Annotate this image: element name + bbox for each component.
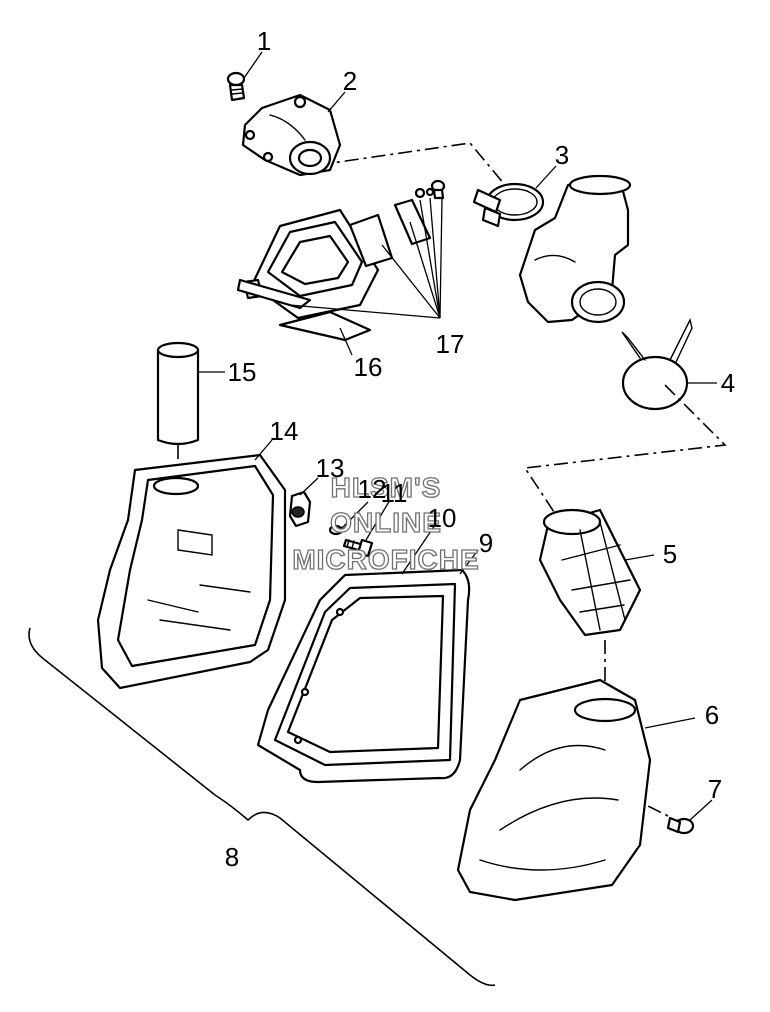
- callout-13: 13: [316, 453, 345, 483]
- intake-tube-part: [156, 341, 200, 446]
- callout-1: 1: [257, 26, 271, 56]
- watermark: HLSM'S ONLINE MICROFICHE: [292, 471, 480, 575]
- callout-6: 6: [705, 700, 719, 730]
- filter-box-front-part: [96, 453, 287, 690]
- callout-11: 11: [381, 478, 408, 508]
- callout-14: 14: [270, 416, 299, 446]
- callout-7: 7: [708, 774, 722, 804]
- callout-10: 10: [428, 503, 457, 533]
- callout-15: 15: [228, 357, 257, 387]
- callout-3: 3: [555, 140, 569, 170]
- callout-labels: 1 2 3 4 5 6 7 8 9 10 11 12 13 14 15 16 1…: [225, 26, 735, 872]
- reed-valve-assembly: [236, 179, 446, 342]
- callout-2: 2: [343, 66, 357, 96]
- callout-17-leaders: [289, 197, 443, 319]
- intake-elbow-part: [518, 174, 632, 324]
- hose-clamp-icon: [472, 182, 545, 228]
- callout-8: 8: [225, 842, 239, 872]
- watermark-line-1: HLSM'S: [331, 472, 442, 503]
- callout-16: 16: [354, 352, 383, 382]
- callout-17: 17: [436, 329, 465, 359]
- wire-ring-part: [621, 317, 693, 411]
- valve-housing-part: [241, 93, 342, 177]
- callout-9: 9: [479, 528, 493, 558]
- fastener-group: [288, 490, 374, 558]
- callout-12: 12: [358, 474, 387, 504]
- intake-screen-part: [538, 508, 642, 637]
- bolt-icon: [226, 71, 246, 102]
- callout-5: 5: [663, 539, 677, 569]
- watermark-line-3: MICROFICHE: [292, 544, 479, 575]
- filter-element-icon: [256, 568, 471, 784]
- filter-box-rear-part: [456, 678, 652, 902]
- bracket-8: [28, 627, 496, 987]
- watermark-line-2: ONLINE: [330, 507, 442, 538]
- screw-part: [666, 816, 695, 835]
- callout-leaders: [198, 51, 717, 821]
- callout-4: 4: [721, 368, 735, 398]
